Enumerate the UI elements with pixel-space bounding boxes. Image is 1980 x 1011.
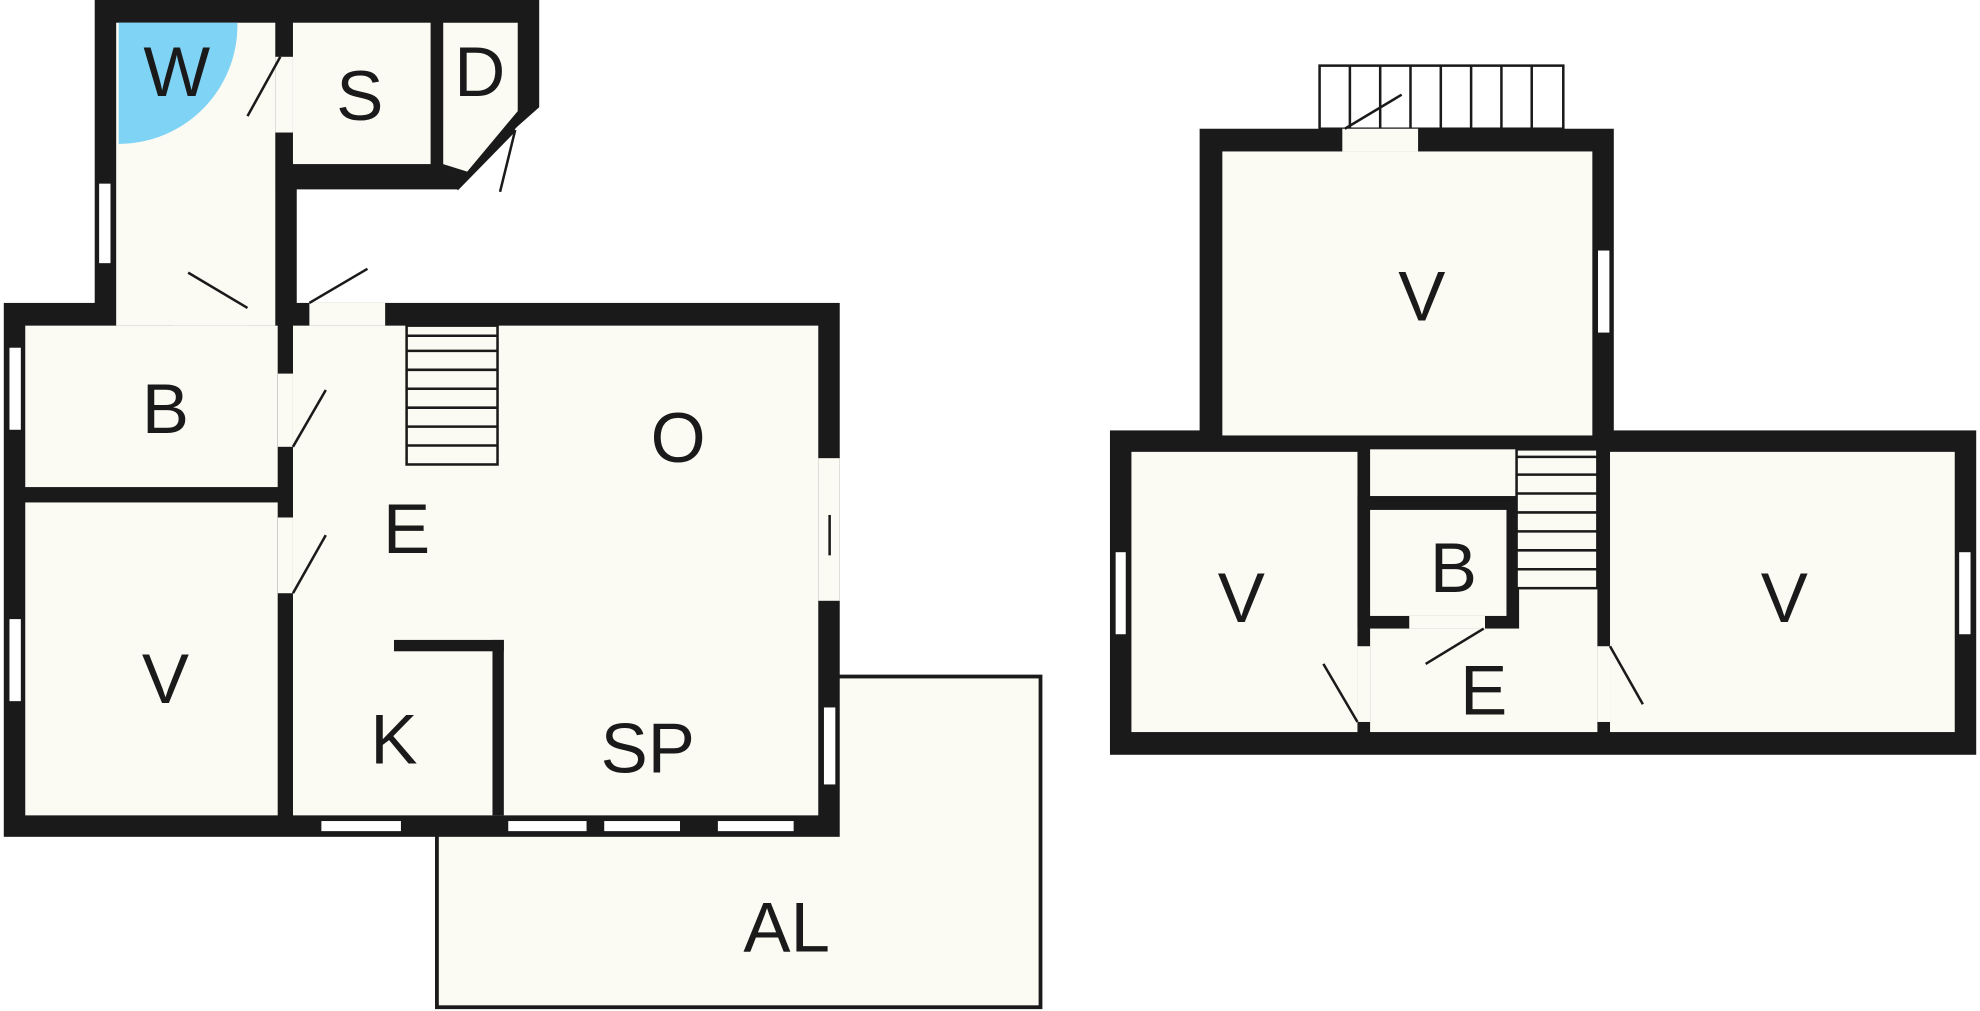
- top-room-floor: [1222, 151, 1593, 436]
- door-opening: [275, 56, 293, 133]
- door-swings: [187, 56, 831, 594]
- room-label-entrance-upper: E: [1460, 650, 1507, 729]
- door-opening: [309, 302, 386, 326]
- left-room-floor: [1131, 451, 1358, 733]
- kitchen-wall: [492, 639, 504, 816]
- entrance-open-floor: [292, 325, 819, 816]
- outdoor-stairs: [1318, 64, 1565, 131]
- room-label-storage: S: [336, 56, 383, 135]
- room-label-living-top: V: [1398, 257, 1445, 336]
- bedroom-floor: [25, 325, 278, 488]
- room-label-living-right: V: [1761, 558, 1808, 637]
- right-room-floor: [1610, 451, 1955, 733]
- room-label-kitchen: K: [370, 700, 417, 779]
- living-floor: [25, 502, 278, 816]
- room-label-bathroom: B: [1430, 528, 1477, 607]
- door-opening: [1409, 615, 1485, 629]
- door-opening: [1342, 128, 1419, 152]
- door-opening: [172, 302, 249, 326]
- storage-floor: [292, 22, 431, 165]
- door-opening: [277, 373, 293, 447]
- upper-floor: V V B E V: [1109, 64, 1977, 755]
- door-opening: [1357, 646, 1371, 722]
- room-label-living-left: V: [1218, 558, 1265, 637]
- room-label-entrance: E: [383, 489, 430, 568]
- door-opening: [1597, 646, 1611, 722]
- ground-floor: W S D B V E O K SP AL: [3, 0, 1043, 1010]
- room-label-living: V: [142, 639, 189, 718]
- room-label-open-room: O: [651, 398, 706, 477]
- door-opening: [277, 517, 293, 594]
- shower-icon: [118, 22, 238, 144]
- room-label-d: D: [454, 32, 505, 111]
- staircase: [1515, 448, 1599, 590]
- room-label-bedroom: B: [142, 369, 189, 448]
- door-swings: [1322, 93, 1644, 723]
- room-label-dining: SP: [601, 708, 695, 787]
- room-label-wc: W: [143, 32, 210, 111]
- wall-bedroom-living: [25, 487, 278, 503]
- bathroom-floor: [1370, 509, 1507, 616]
- staircase: [405, 324, 499, 466]
- windows: [8, 182, 837, 833]
- kitchen-wall: [393, 639, 504, 652]
- room-label-patio: AL: [743, 888, 829, 967]
- windows: [1114, 249, 1972, 636]
- d-room-floor: [443, 22, 518, 172]
